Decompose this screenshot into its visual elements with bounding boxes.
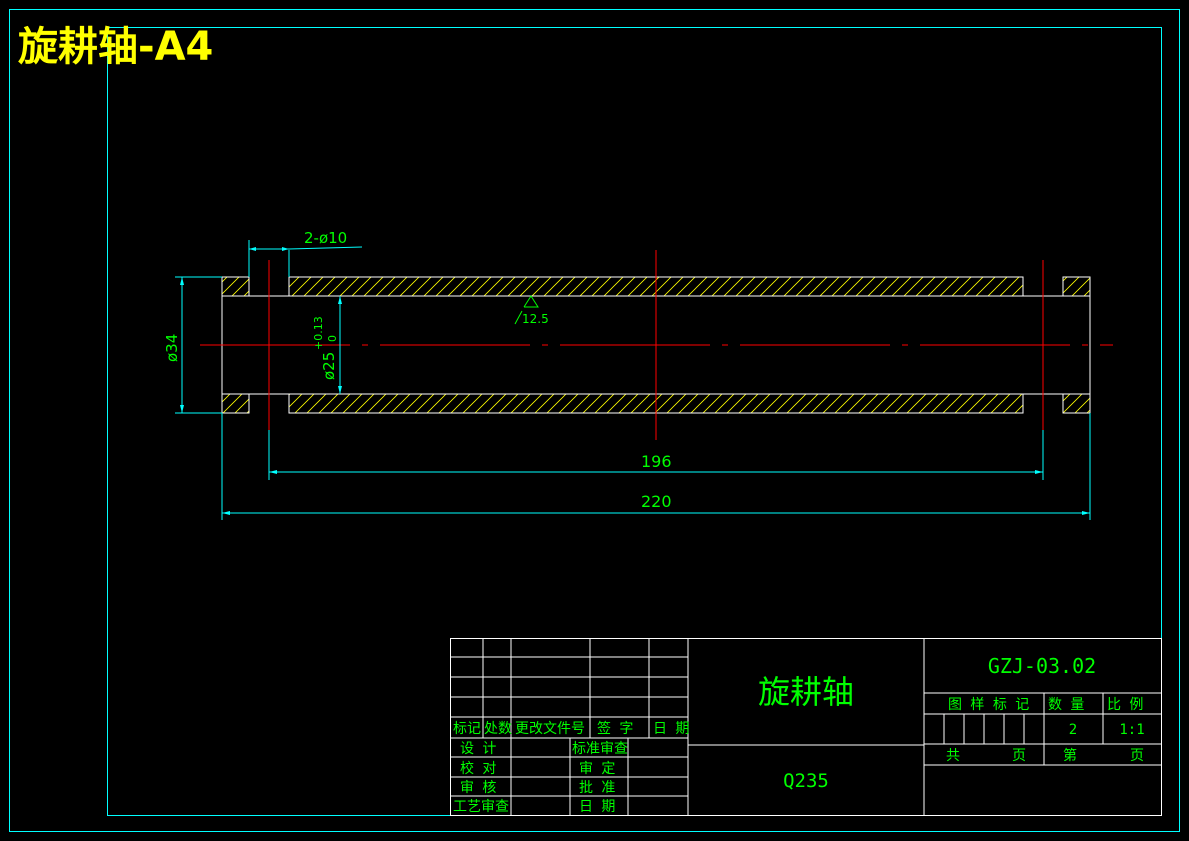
dimension-holes: 2-ø10 [248,229,363,277]
tb-qty: 2 [1069,722,1077,738]
tb-design: 设 计 [460,741,496,757]
dim-inner-tol-lower: 0 [326,335,339,342]
tb-part-name: 旋耕轴 [758,673,854,711]
tb-page: 页 [1012,748,1026,764]
tb-rev-count: 处数 [484,721,512,737]
tb-review: 审 核 [460,780,496,796]
center-lines [200,250,1113,440]
tb-approve-def: 审 定 [579,761,615,777]
roughness-value: 12.5 [522,312,549,326]
tb-rev-mark: 标记 [453,721,481,737]
tb-rev-doc: 更改文件号 [515,721,585,737]
tb-std-review: 标准审查 [572,741,628,757]
tb-check: 校 对 [460,760,496,777]
roughness-symbol: 12.5 [514,295,549,326]
dim-length-label: 220 [641,492,672,511]
tb-rev-sign: 签 字 [597,720,633,737]
tb-hdr-qty: 数 量 [1048,697,1084,713]
dim-outer-label: ø34 [163,334,181,362]
dim-holes-label: 2-ø10 [304,229,347,247]
tb-material: Q235 [783,770,829,792]
top-wall-hatch-left [221,276,250,297]
tb-page2: 页 [1130,748,1144,764]
dimension-inner-diameter: ø25 +0.13 0 [312,296,342,394]
tb-approve: 批 准 [579,780,615,796]
tb-drawing-no: GZJ-03.02 [988,654,1096,678]
tb-rev-date: 日 期 [653,721,689,737]
dim-inner-tol-upper: +0.13 [312,316,325,350]
sheet-title: 旋耕轴-A4 [18,24,213,70]
tb-process: 工艺审查 [453,799,509,815]
dimension-length: 220 [221,413,1091,520]
dim-inner-label: ø25 [320,352,338,380]
tb-date: 日 期 [579,799,615,815]
tb-hdr-mark: 图 样 标 记 [948,697,1029,713]
top-wall-hatch-right [1062,276,1091,297]
tb-total: 共 [946,748,960,764]
tb-sheet-no: 第 [1063,747,1077,764]
dimension-outer-diameter: ø34 [163,276,222,414]
tb-scale: 1:1 [1119,722,1144,738]
tb-hdr-scale: 比 例 [1107,697,1143,713]
bottom-wall-hatch-right [1062,393,1091,414]
dim-spacing-label: 196 [641,452,672,471]
bottom-wall-hatch-left [221,393,250,414]
title-block: 标记 处数 更改文件号 签 字 日 期 设 计 校 对 审 核 工艺审查 标准审… [450,638,1162,816]
dimension-hole-spacing: 196 [268,430,1044,480]
outer-border [9,9,1180,832]
